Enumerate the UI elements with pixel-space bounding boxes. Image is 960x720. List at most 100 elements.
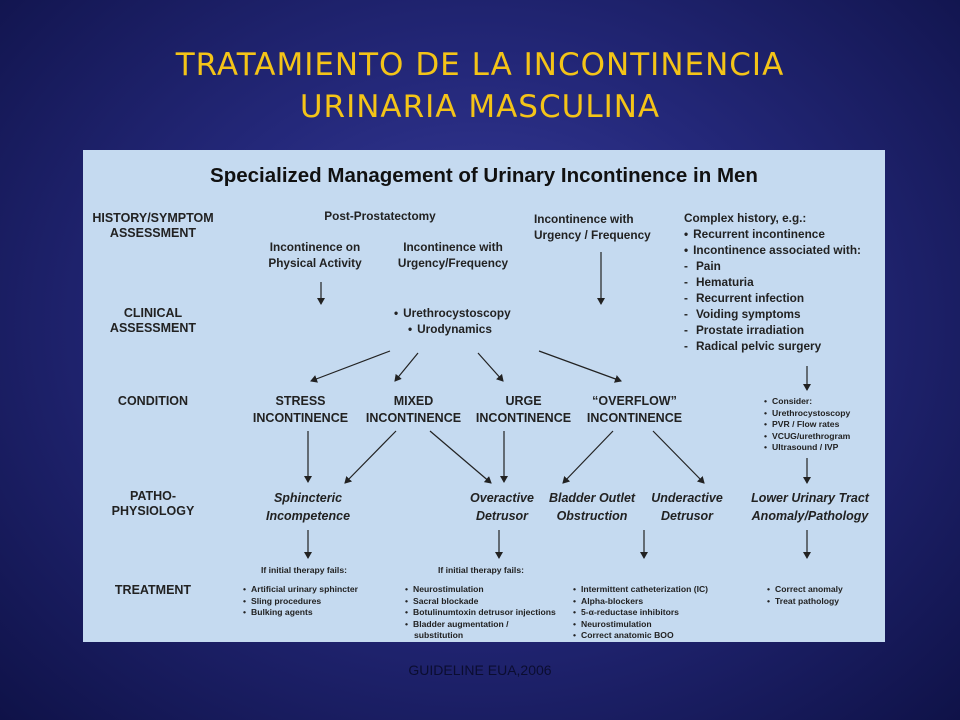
- flow-arrows: [304, 252, 811, 559]
- arrow-mixed-to-overactive: [429, 430, 492, 484]
- patho-overactive-l2: Detrusor: [475, 509, 529, 523]
- consider-item-2: PVR / Flow rates: [764, 419, 884, 431]
- history-urgency-l2: Urgency/Frequency: [397, 256, 509, 270]
- complex-bullet-2: Incontinence associated with:: [684, 242, 884, 258]
- arrow-clinical-to-stress: [310, 350, 391, 383]
- history-urgency-frequency: Incontinence with Urgency / Frequency: [534, 211, 674, 243]
- consider-item-3: VCUG/urethrogram: [764, 431, 884, 443]
- complex-dash-6: Radical pelvic surgery: [684, 338, 884, 354]
- treatment-col-3: Intermittent catheterization (IC) Alpha-…: [573, 584, 733, 642]
- arrow-overflow-to-underactive: [652, 430, 705, 484]
- row-label-condition: CONDITION: [117, 394, 189, 408]
- row-label-patho-l2: PHYSIOLOGY: [111, 504, 195, 518]
- condition-mixed-l2: INCONTINENCE: [365, 411, 462, 425]
- patho-lut-l1: Lower Urinary Tract: [751, 491, 869, 505]
- consider-item-4: Ultrasound / IVP: [764, 442, 884, 454]
- row-label-treatment: TREATMENT: [114, 583, 192, 597]
- treatment-col3-item-2: Alpha-blockers: [573, 596, 733, 608]
- patho-overactive: Overactive Detrusor: [457, 489, 547, 525]
- treatment-col-1: Artificial urinary sphincter Sling proce…: [243, 584, 383, 619]
- row-label-history-l1: HISTORY/SYMPTOM: [92, 211, 214, 225]
- complex-dash-5: Prostate irradiation: [684, 322, 884, 338]
- patho-lut: Lower Urinary Tract Anomaly/Pathology: [740, 489, 880, 525]
- row-label-patho-l1: PATHO-: [129, 489, 177, 503]
- treatment-col2-item-4-cont: substitution: [414, 630, 464, 641]
- treatment-col2-item-1: Neurostimulation: [405, 584, 575, 596]
- consider-heading: Consider:: [764, 396, 884, 408]
- post-prostatectomy-label: Post-Prostatectomy: [324, 209, 436, 223]
- treatment-col1-item-2: Sling procedures: [243, 596, 383, 608]
- row-label-history: HISTORY/SYMPTOM ASSESSMENT: [89, 211, 217, 241]
- condition-overflow-l2: INCONTINENCE: [586, 411, 683, 425]
- arrow-clinical-to-mixed: [394, 352, 419, 382]
- treatment-col4-item-2: Treat pathology: [767, 596, 877, 608]
- patho-sphincteric: Sphincteric Incompetence: [248, 489, 368, 525]
- row-label-patho: PATHO- PHYSIOLOGY: [89, 489, 217, 519]
- slide-title-line2: URINARIA MASCULINA: [299, 89, 661, 125]
- treatment-col3-item-4: Neurostimulation: [573, 619, 733, 631]
- treatment-fails-1: If initial therapy fails:: [261, 565, 347, 575]
- arrow-clinical-to-overflow: [538, 350, 622, 383]
- history-physical-l2: Physical Activity: [268, 256, 362, 270]
- patho-outlet-l2: Obstruction: [556, 509, 628, 523]
- patho-underactive-l1: Underactive: [651, 491, 723, 505]
- history-urg-freq-l1: Incontinence with: [534, 212, 634, 226]
- slide-title: TRATAMIENTO DE LA INCONTINENCIA URINARIA…: [0, 44, 960, 128]
- row-label-history-l2: ASSESSMENT: [109, 226, 197, 240]
- treatment-col2-item-3: Botulinumtoxin detrusor injections: [405, 607, 575, 619]
- treatment-col1-item-1: Artificial urinary sphincter: [243, 584, 383, 596]
- clinical-item-2: Urodynamics: [408, 321, 554, 337]
- treatment-fails-2: If initial therapy fails:: [438, 565, 524, 575]
- condition-stress: STRESS INCONTINENCE: [238, 393, 363, 427]
- patho-outlet: Bladder Outlet Obstruction: [540, 489, 644, 525]
- treatment-col4-item-1: Correct anomaly: [767, 584, 877, 596]
- arrow-overflow-to-outlet: [562, 430, 614, 484]
- treatment-col2-item-4: Bladder augmentation /: [405, 619, 575, 631]
- condition-overflow-l1: “OVERFLOW”: [592, 394, 677, 408]
- row-label-clinical: CLINICAL ASSESSMENT: [89, 306, 217, 336]
- complex-heading: Complex history, e.g.:: [684, 211, 807, 225]
- diagram-title: Specialized Management of Urinary Incont…: [210, 164, 758, 187]
- treatment-col3-item-5: Correct anatomic BOO: [573, 630, 733, 642]
- patho-sphincteric-l1: Sphincteric: [273, 491, 343, 505]
- history-urg-freq-l2: Urgency / Frequency: [534, 228, 651, 242]
- history-urgency-l1: Incontinence with: [403, 240, 503, 254]
- patho-underactive: Underactive Detrusor: [644, 489, 730, 525]
- treatment-col-4: Correct anomaly Treat pathology: [767, 584, 877, 607]
- condition-urge-l2: INCONTINENCE: [475, 411, 572, 425]
- clinical-item-1: Urethrocystoscopy: [394, 305, 554, 321]
- condition-overflow: “OVERFLOW” INCONTINENCE: [572, 393, 697, 427]
- history-physical-activity: Incontinence on Physical Activity: [255, 239, 375, 271]
- clinical-assessment-items: Urethrocystoscopy Urodynamics: [394, 305, 554, 337]
- treatment-col-2: Neurostimulation Sacral blockade Botulin…: [405, 584, 575, 642]
- complex-dash-1: Pain: [684, 258, 884, 274]
- condition-urge-l1: URGE: [505, 394, 542, 408]
- complex-bullet-1: Recurrent incontinence: [684, 226, 884, 242]
- arrow-clinical-to-urge: [477, 352, 504, 382]
- treatment-col1-item-3: Bulking agents: [243, 607, 383, 619]
- condition-consider: Consider: Urethrocystoscopy PVR / Flow r…: [764, 396, 884, 454]
- complex-dash-2: Hematuria: [684, 274, 884, 290]
- row-label-clinical-l2: ASSESSMENT: [109, 321, 197, 335]
- patho-underactive-l2: Detrusor: [660, 509, 714, 523]
- complex-dash-4: Voiding symptoms: [684, 306, 884, 322]
- condition-stress-l1: STRESS: [275, 394, 326, 408]
- patho-lut-l2: Anomaly/Pathology: [751, 509, 869, 523]
- condition-stress-l2: INCONTINENCE: [252, 411, 349, 425]
- patho-outlet-l1: Bladder Outlet: [548, 491, 636, 505]
- history-complex: Complex history, e.g.: Recurrent inconti…: [684, 210, 884, 354]
- condition-mixed: MIXED INCONTINENCE: [351, 393, 476, 427]
- history-urgency-post: Incontinence with Urgency/Frequency: [383, 239, 523, 271]
- complex-dash-3: Recurrent infection: [684, 290, 884, 306]
- patho-overactive-l1: Overactive: [470, 491, 534, 505]
- patho-sphincteric-l2: Incompetence: [265, 509, 351, 523]
- treatment-col2-item-2: Sacral blockade: [405, 596, 575, 608]
- treatment-col3-item-3: 5-α-reductase inhibitors: [573, 607, 733, 619]
- arrow-mixed-to-sphincteric: [344, 430, 397, 484]
- row-label-clinical-l1: CLINICAL: [123, 306, 183, 320]
- footer-citation: GUIDELINE EUA,2006: [408, 662, 552, 678]
- diagram-panel: Specialized Management of Urinary Incont…: [83, 150, 885, 642]
- condition-urge: URGE INCONTINENCE: [461, 393, 586, 427]
- condition-mixed-l1: MIXED: [393, 394, 434, 408]
- consider-item-1: Urethrocystoscopy: [764, 408, 884, 420]
